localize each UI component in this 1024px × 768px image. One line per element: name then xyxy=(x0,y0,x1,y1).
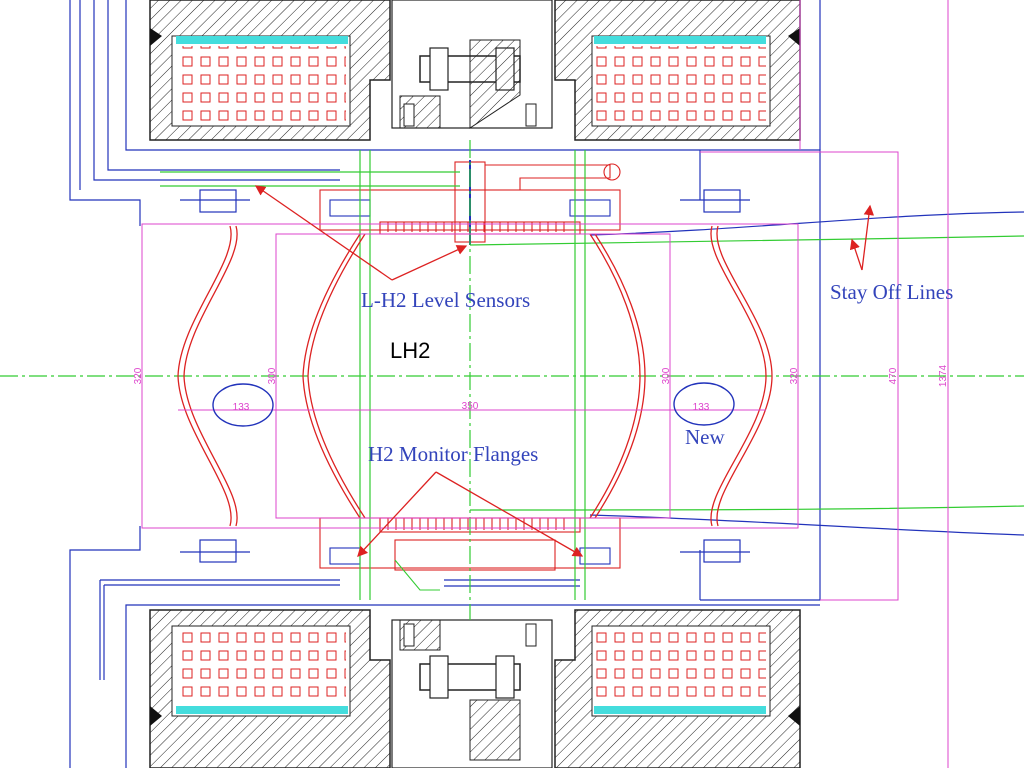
lh2-label: LH2 xyxy=(390,338,430,363)
dimension-lines xyxy=(141,0,949,768)
bottom-flange-assembly xyxy=(319,517,621,591)
top-left-magnet-coil xyxy=(149,0,391,141)
bottom-left-magnet-coil xyxy=(149,609,391,768)
left-133-ellipse xyxy=(212,383,274,427)
level-sensors-label: L-H2 Level Sensors xyxy=(361,288,530,312)
dim-133-left: 133 xyxy=(233,402,250,413)
dim-470: 470 xyxy=(888,367,899,384)
dim-300-left: 300 xyxy=(267,367,278,384)
right-flange-bolts xyxy=(680,189,750,563)
top-right-magnet-coil xyxy=(554,0,801,141)
stay-off-lines xyxy=(469,211,1024,536)
centre-lines xyxy=(0,140,1024,620)
annotation-arrows xyxy=(254,185,875,557)
vacuum-vessel-outline xyxy=(69,0,821,768)
new-label: New xyxy=(685,425,725,449)
bottom-bolt-assembly xyxy=(391,619,553,768)
top-bolt-assembly xyxy=(391,0,553,129)
dim-1374: 1374 xyxy=(938,364,949,387)
monitor-flanges-label: H2 Monitor Flanges xyxy=(368,442,538,466)
target-cell-windows xyxy=(177,225,773,527)
dim-133-right: 133 xyxy=(693,402,710,413)
left-flange-bolts xyxy=(180,189,250,563)
stay-off-lines-label: Stay Off Lines xyxy=(830,280,953,304)
dim-350: 350 xyxy=(462,401,479,412)
dim-320-left: 320 xyxy=(133,367,144,384)
bottom-right-magnet-coil xyxy=(554,609,801,768)
dim-300-right: 300 xyxy=(661,367,672,384)
dim-320-right: 320 xyxy=(789,367,800,384)
right-133-ellipse xyxy=(673,382,735,426)
